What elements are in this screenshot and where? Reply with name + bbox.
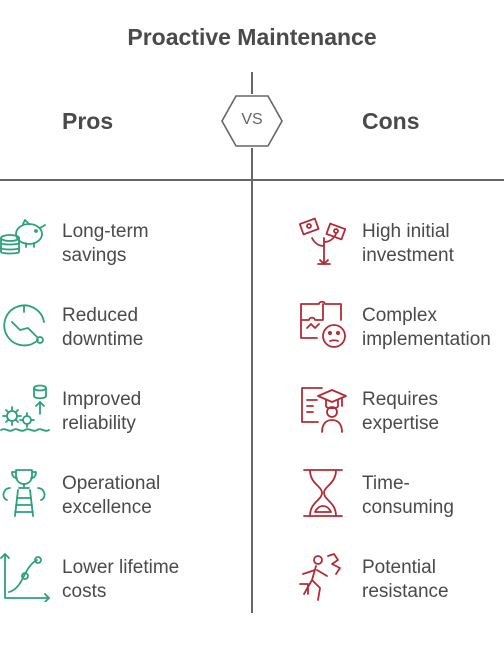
pros-item: Improved reliability (0, 382, 250, 438)
cons-item-label-line2: investment (362, 245, 454, 266)
cons-item-label-line1: Requires (362, 389, 439, 410)
pros-item-label-line2: reliability (62, 413, 136, 434)
cons-item-label-line2: consuming (362, 497, 454, 518)
clock-decline-icon (3, 304, 45, 347)
cons-item-label-line1: Complex (362, 305, 437, 326)
diagram-title: Proactive Maintenance (127, 24, 377, 50)
cons-heading: Cons (362, 108, 420, 134)
divider-horizontal (0, 179, 504, 181)
vs-badge-icon (221, 95, 283, 147)
cons-item-label-line2: implementation (362, 329, 491, 350)
pros-heading: Pros (62, 108, 114, 134)
cons-item-label-line2: resistance (362, 581, 449, 602)
gears-database-icon (0, 384, 50, 432)
pros-item-label-line2: costs (62, 581, 107, 602)
cons-item: Time- consuming (298, 466, 504, 522)
cons-item: Complex implementation (298, 298, 504, 354)
cons-item-label-line1: High initial (362, 221, 450, 242)
pros-item: Reduced downtime (0, 298, 250, 354)
pros-item-label-line1: Lower lifetime (62, 557, 180, 578)
pros-item-label-line2: savings (62, 245, 127, 266)
pros-item-label-line1: Operational (62, 473, 161, 494)
pros-item-label-line2: downtime (62, 329, 144, 350)
pros-item-label-line2: excellence (62, 497, 152, 518)
pros-item-label-line1: Improved (62, 389, 142, 410)
cons-item: High initial investment (298, 214, 504, 270)
cons-item: Requires expertise (298, 382, 504, 438)
money-plant-icon (298, 217, 347, 265)
graduate-document-icon (301, 387, 347, 433)
pros-item-label-line1: Reduced (62, 305, 139, 326)
divider-top (251, 72, 253, 94)
hourglass-icon (303, 469, 343, 517)
puzzle-confused-icon (300, 300, 346, 348)
pros-item: Long-term savings (0, 214, 250, 270)
cons-item-label-line1: Time- (362, 473, 410, 494)
cons-item-label-line2: expertise (362, 413, 440, 434)
person-resisting-icon (299, 553, 341, 601)
pros-item: Operational excellence (0, 466, 250, 522)
pros-item: Lower lifetime costs (0, 550, 250, 606)
cons-item: Potential resistance (298, 550, 504, 606)
vs-label: VS (241, 111, 263, 128)
trophy-ladder-icon (2, 469, 46, 517)
divider-vertical (251, 148, 253, 613)
piggy-bank-coins-icon (0, 219, 46, 255)
cons-item-label-line1: Potential (362, 557, 436, 578)
pros-item-label-line1: Long-term (62, 221, 149, 242)
trend-graph-icon (0, 553, 50, 602)
